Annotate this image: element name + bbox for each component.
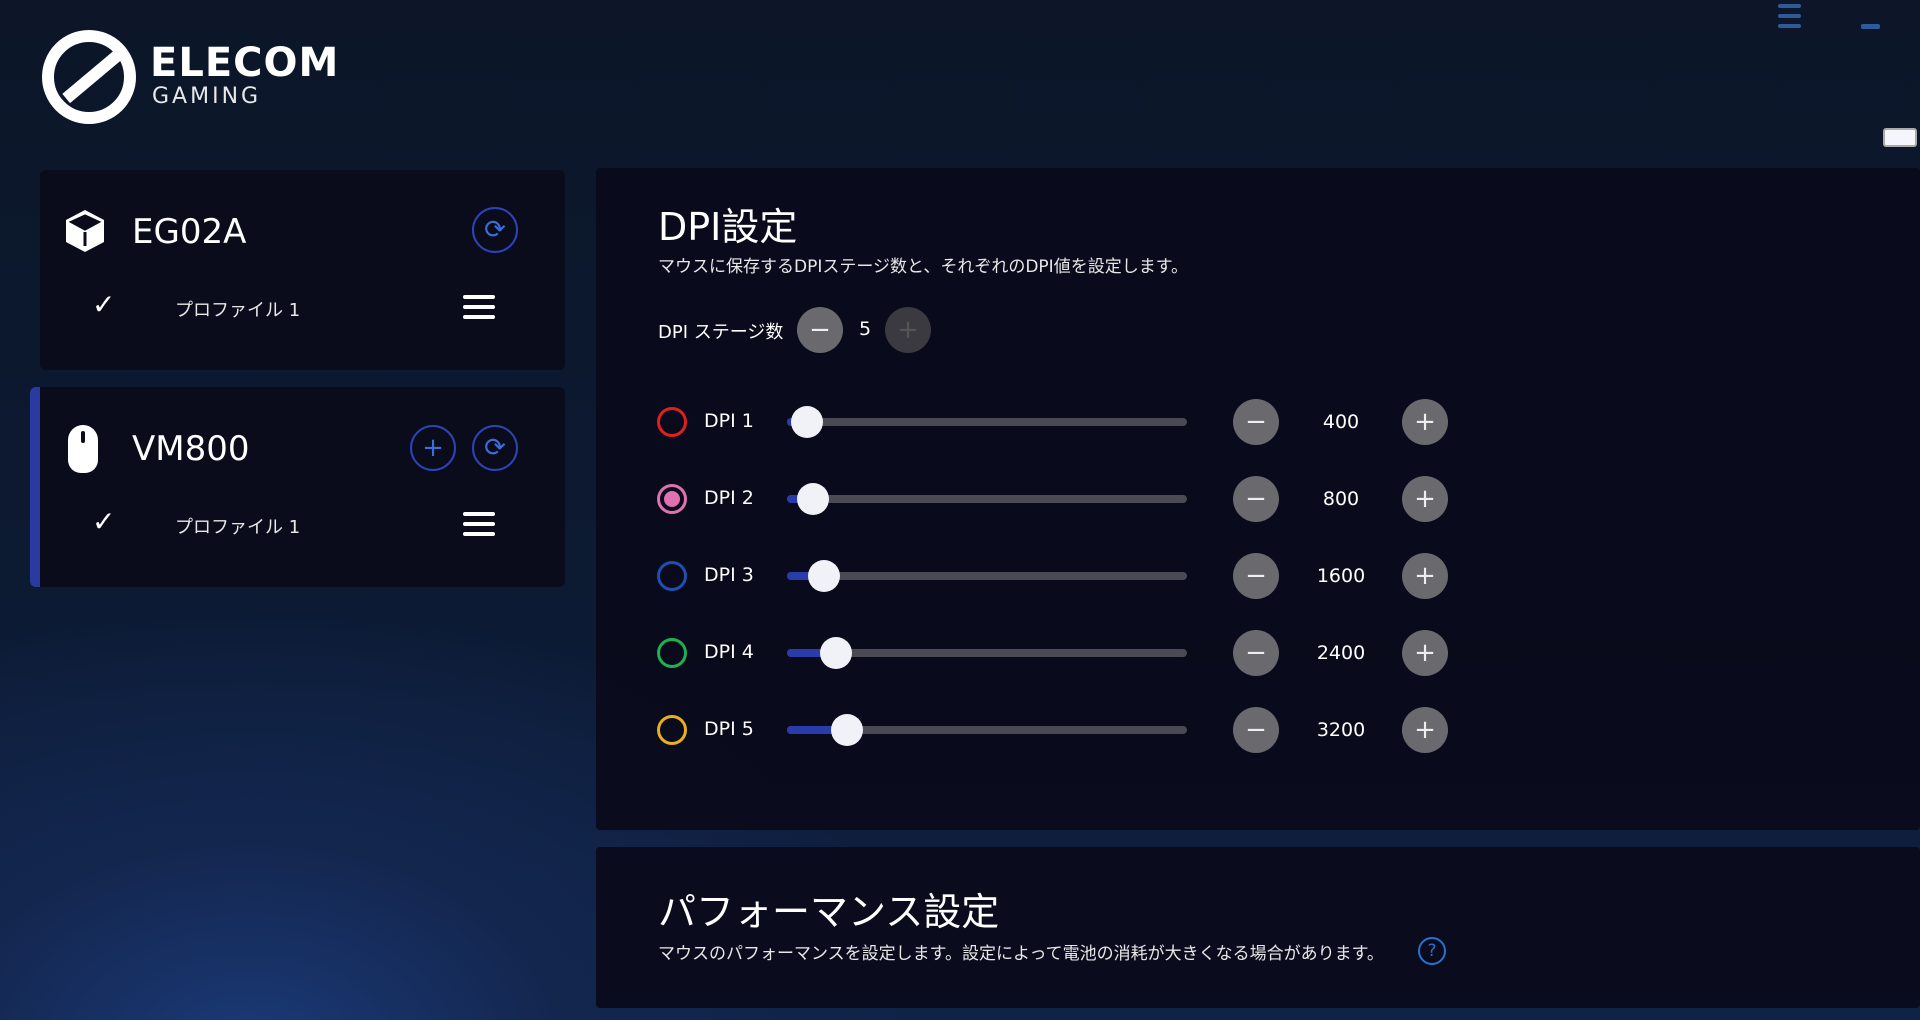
device-card-vm800[interactable]: VM800 + ⟳ ✓ プロファイル 1: [30, 387, 565, 587]
stage-label: DPI 1: [704, 410, 754, 432]
battery-icon: [1883, 128, 1917, 147]
slider-fill: [787, 572, 825, 580]
dpi-stage-row: DPI 2 − 800 +: [596, 476, 1920, 522]
minus-icon: −: [1245, 561, 1267, 591]
dpi-decrease-button[interactable]: −: [1233, 630, 1279, 676]
dpi-slider[interactable]: [787, 483, 1187, 515]
dpi-value: 400: [1322, 411, 1360, 433]
stage-label: DPI 2: [704, 487, 754, 509]
dpi-increase-button[interactable]: +: [1402, 553, 1448, 599]
plus-icon: +: [1414, 715, 1436, 745]
slider-thumb[interactable]: [831, 714, 864, 746]
plus-icon: +: [1414, 407, 1436, 437]
performance-settings-panel: パフォーマンス設定 マウスのパフォーマンスを設定します。設定によって電池の消耗が…: [596, 847, 1920, 1008]
minimize-icon[interactable]: [1861, 24, 1880, 29]
dpi-increase-button[interactable]: +: [1402, 707, 1448, 753]
plus-icon: +: [1414, 638, 1436, 668]
stage-radio[interactable]: [657, 638, 687, 668]
add-profile-button[interactable]: +: [410, 425, 456, 471]
plus-icon: +: [1414, 561, 1436, 591]
app-menu-icon[interactable]: [1778, 4, 1801, 28]
mouse-icon: [68, 425, 98, 473]
profile-name[interactable]: プロファイル 1: [175, 517, 301, 538]
profile-menu-icon[interactable]: [463, 512, 495, 536]
sync-button[interactable]: ⟳: [472, 207, 518, 253]
dpi-decrease-button[interactable]: −: [1233, 476, 1279, 522]
stage-count-value: 5: [859, 318, 872, 340]
sync-icon: ⟳: [484, 433, 506, 463]
minus-icon: −: [1245, 484, 1267, 514]
dpi-description: マウスに保存するDPIステージ数と、それぞれのDPI値を設定します。: [658, 257, 1188, 277]
stage-decrease-button[interactable]: −: [797, 307, 843, 353]
check-icon: ✓: [92, 505, 116, 538]
dpi-stage-row: DPI 3 − 1600 +: [596, 553, 1920, 599]
device-card-eg02a[interactable]: EG02A ⟳ ✓ プロファイル 1: [40, 170, 565, 370]
dpi-decrease-button[interactable]: −: [1233, 707, 1279, 753]
dpi-slider[interactable]: [787, 406, 1187, 438]
dpi-increase-button[interactable]: +: [1402, 399, 1448, 445]
dpi-stage-row: DPI 4 − 2400 +: [596, 630, 1920, 676]
profile-name[interactable]: プロファイル 1: [175, 300, 301, 321]
plus-icon: +: [897, 315, 919, 345]
dpi-slider[interactable]: [787, 714, 1187, 746]
minus-icon: −: [1245, 407, 1267, 437]
performance-description: マウスのパフォーマンスを設定します。設定によって電池の消耗が大きくなる場合があり…: [658, 944, 1384, 964]
device-name: EG02A: [132, 212, 247, 252]
dpi-value: 1600: [1316, 565, 1366, 587]
dpi-value: 3200: [1316, 719, 1366, 741]
check-icon: ✓: [92, 288, 116, 321]
dpi-stage-row: DPI 1 − 400 +: [596, 399, 1920, 445]
dpi-slider[interactable]: [787, 560, 1187, 592]
slider-thumb[interactable]: [808, 560, 841, 592]
plus-icon: +: [422, 433, 444, 463]
dpi-increase-button[interactable]: +: [1402, 476, 1448, 522]
slider-thumb[interactable]: [796, 483, 829, 515]
performance-title: パフォーマンス設定: [658, 890, 1000, 934]
sync-icon: ⟳: [484, 215, 506, 245]
slider-fill: [787, 726, 848, 734]
stage-radio[interactable]: [657, 715, 687, 745]
slider-thumb[interactable]: [791, 406, 824, 438]
stage-label: DPI 5: [704, 718, 754, 740]
dpi-value: 2400: [1316, 642, 1366, 664]
stage-increase-button[interactable]: +: [885, 307, 931, 353]
slider-thumb[interactable]: [819, 637, 852, 669]
sync-button[interactable]: ⟳: [472, 425, 518, 471]
dpi-decrease-button[interactable]: −: [1233, 399, 1279, 445]
stage-radio[interactable]: [657, 484, 687, 514]
minus-icon: −: [809, 315, 831, 345]
help-icon[interactable]: ?: [1418, 937, 1446, 965]
plus-icon: +: [1414, 484, 1436, 514]
stage-radio[interactable]: [657, 561, 687, 591]
minus-icon: −: [1245, 715, 1267, 745]
dpi-increase-button[interactable]: +: [1402, 630, 1448, 676]
dpi-stage-row: DPI 5 − 3200 +: [596, 707, 1920, 753]
cube-icon: [64, 208, 106, 254]
dpi-value: 800: [1322, 488, 1360, 510]
minus-icon: −: [1245, 638, 1267, 668]
stage-radio[interactable]: [657, 407, 687, 437]
stage-label: DPI 4: [704, 641, 754, 663]
dpi-settings-panel: DPI設定 マウスに保存するDPIステージ数と、それぞれのDPI値を設定します。…: [596, 168, 1920, 830]
dpi-decrease-button[interactable]: −: [1233, 553, 1279, 599]
device-name: VM800: [132, 429, 250, 469]
stage-count-label: DPI ステージ数: [658, 322, 784, 343]
profile-menu-icon[interactable]: [463, 295, 495, 319]
slider-fill: [787, 649, 836, 657]
stage-label: DPI 3: [704, 564, 754, 586]
dpi-slider[interactable]: [787, 637, 1187, 669]
dpi-title: DPI設定: [658, 205, 798, 249]
